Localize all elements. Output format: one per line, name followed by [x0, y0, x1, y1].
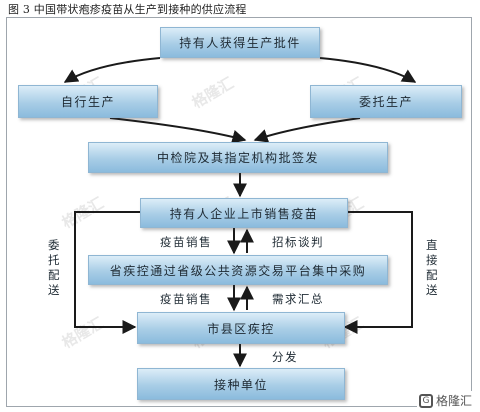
approval-holder-box: 持有人获得生产批件 — [160, 27, 320, 58]
entrusted-production-box: 委托生产 — [310, 85, 462, 118]
label-tender-negotiation: 招标谈判 — [272, 235, 324, 249]
arrow-self-to-release — [109, 117, 247, 144]
label-vaccine-sales-1: 疫苗销售 — [160, 235, 212, 249]
self-production-box: 自行生产 — [18, 85, 158, 118]
label-entrusted-distribution: 委 托 配 送 — [48, 238, 60, 297]
arrow-approval-to-self — [63, 57, 161, 83]
arrow-left-loop — [74, 211, 140, 334]
provincial-procurement-box: 省疾控通过省级公共资源交易平台集中采购 — [88, 255, 388, 285]
batch-release-box: 中检院及其指定机构批签发 — [88, 142, 388, 173]
logo-text: 格隆汇 — [435, 394, 472, 408]
arrow-approval-to-entrusted — [319, 57, 417, 83]
label-demand-summary: 需求汇总 — [272, 292, 324, 306]
listed-sales-box: 持有人企业上市销售疫苗 — [140, 198, 348, 228]
label-direct-delivery: 直 接 配 送 — [426, 238, 438, 297]
figure-caption: 图 3 中国带状疱疹疫苗从生产到接种的供应流程 — [8, 3, 247, 16]
arrow-right-loop — [343, 211, 413, 334]
label-distribution: 分发 — [272, 350, 298, 364]
city-county-cdc-box: 市县区疾控 — [137, 312, 345, 344]
brand-logo: G 格隆汇 — [416, 391, 474, 410]
logo-mark-icon: G — [418, 393, 433, 408]
arrow-entrusted-to-release — [253, 117, 361, 143]
vaccination-unit-box: 接种单位 — [137, 368, 345, 400]
label-vaccine-sales-2: 疫苗销售 — [160, 292, 212, 306]
